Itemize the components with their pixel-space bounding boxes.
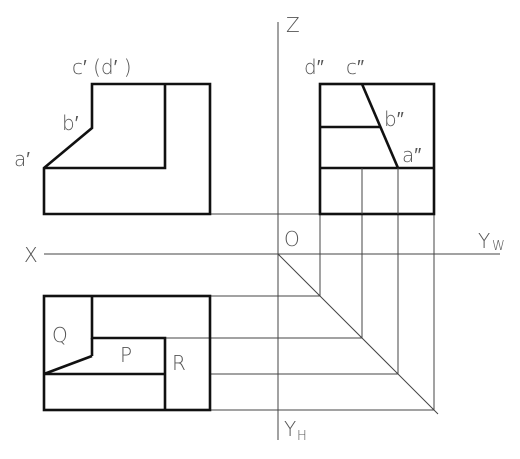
side-view-outline [318, 82, 436, 216]
miter-line [277, 253, 439, 415]
face-label-p: P [120, 343, 132, 367]
point-label-cd-prime: c′ (d′ ) [72, 55, 132, 79]
top-view [42, 294, 212, 412]
point-label-c-double-prime: c″ [346, 55, 364, 79]
point-label-a-double-prime: a″ [402, 143, 421, 167]
side-view-slant-edge [360, 83, 400, 169]
front-view [42, 82, 212, 216]
x-axis-label: X [24, 243, 38, 267]
point-label-d-double-prime: d″ [304, 55, 324, 79]
top-view-outline [42, 294, 212, 412]
front-view-inner-edge [44, 84, 167, 170]
yh-axis-label: Y [284, 417, 296, 441]
yw-axis-subscript: W [492, 239, 505, 254]
yh-axis-subscript: H [297, 429, 307, 444]
point-label-b-prime: b′ [62, 111, 79, 135]
z-axis-label: Z [286, 13, 300, 37]
projection-lines [165, 213, 435, 411]
axes [44, 22, 500, 440]
point-label-b-double-prime: b″ [384, 107, 404, 131]
side-view [318, 82, 436, 216]
face-label-r: R [172, 351, 186, 375]
top-view-slant-edge [43, 354, 93, 376]
face-label-q: Q [52, 323, 68, 347]
origin-label: O [284, 227, 300, 251]
point-label-a-prime: a′ [14, 147, 30, 171]
front-view-outline [42, 82, 212, 216]
yw-axis-label: Y [478, 229, 490, 253]
